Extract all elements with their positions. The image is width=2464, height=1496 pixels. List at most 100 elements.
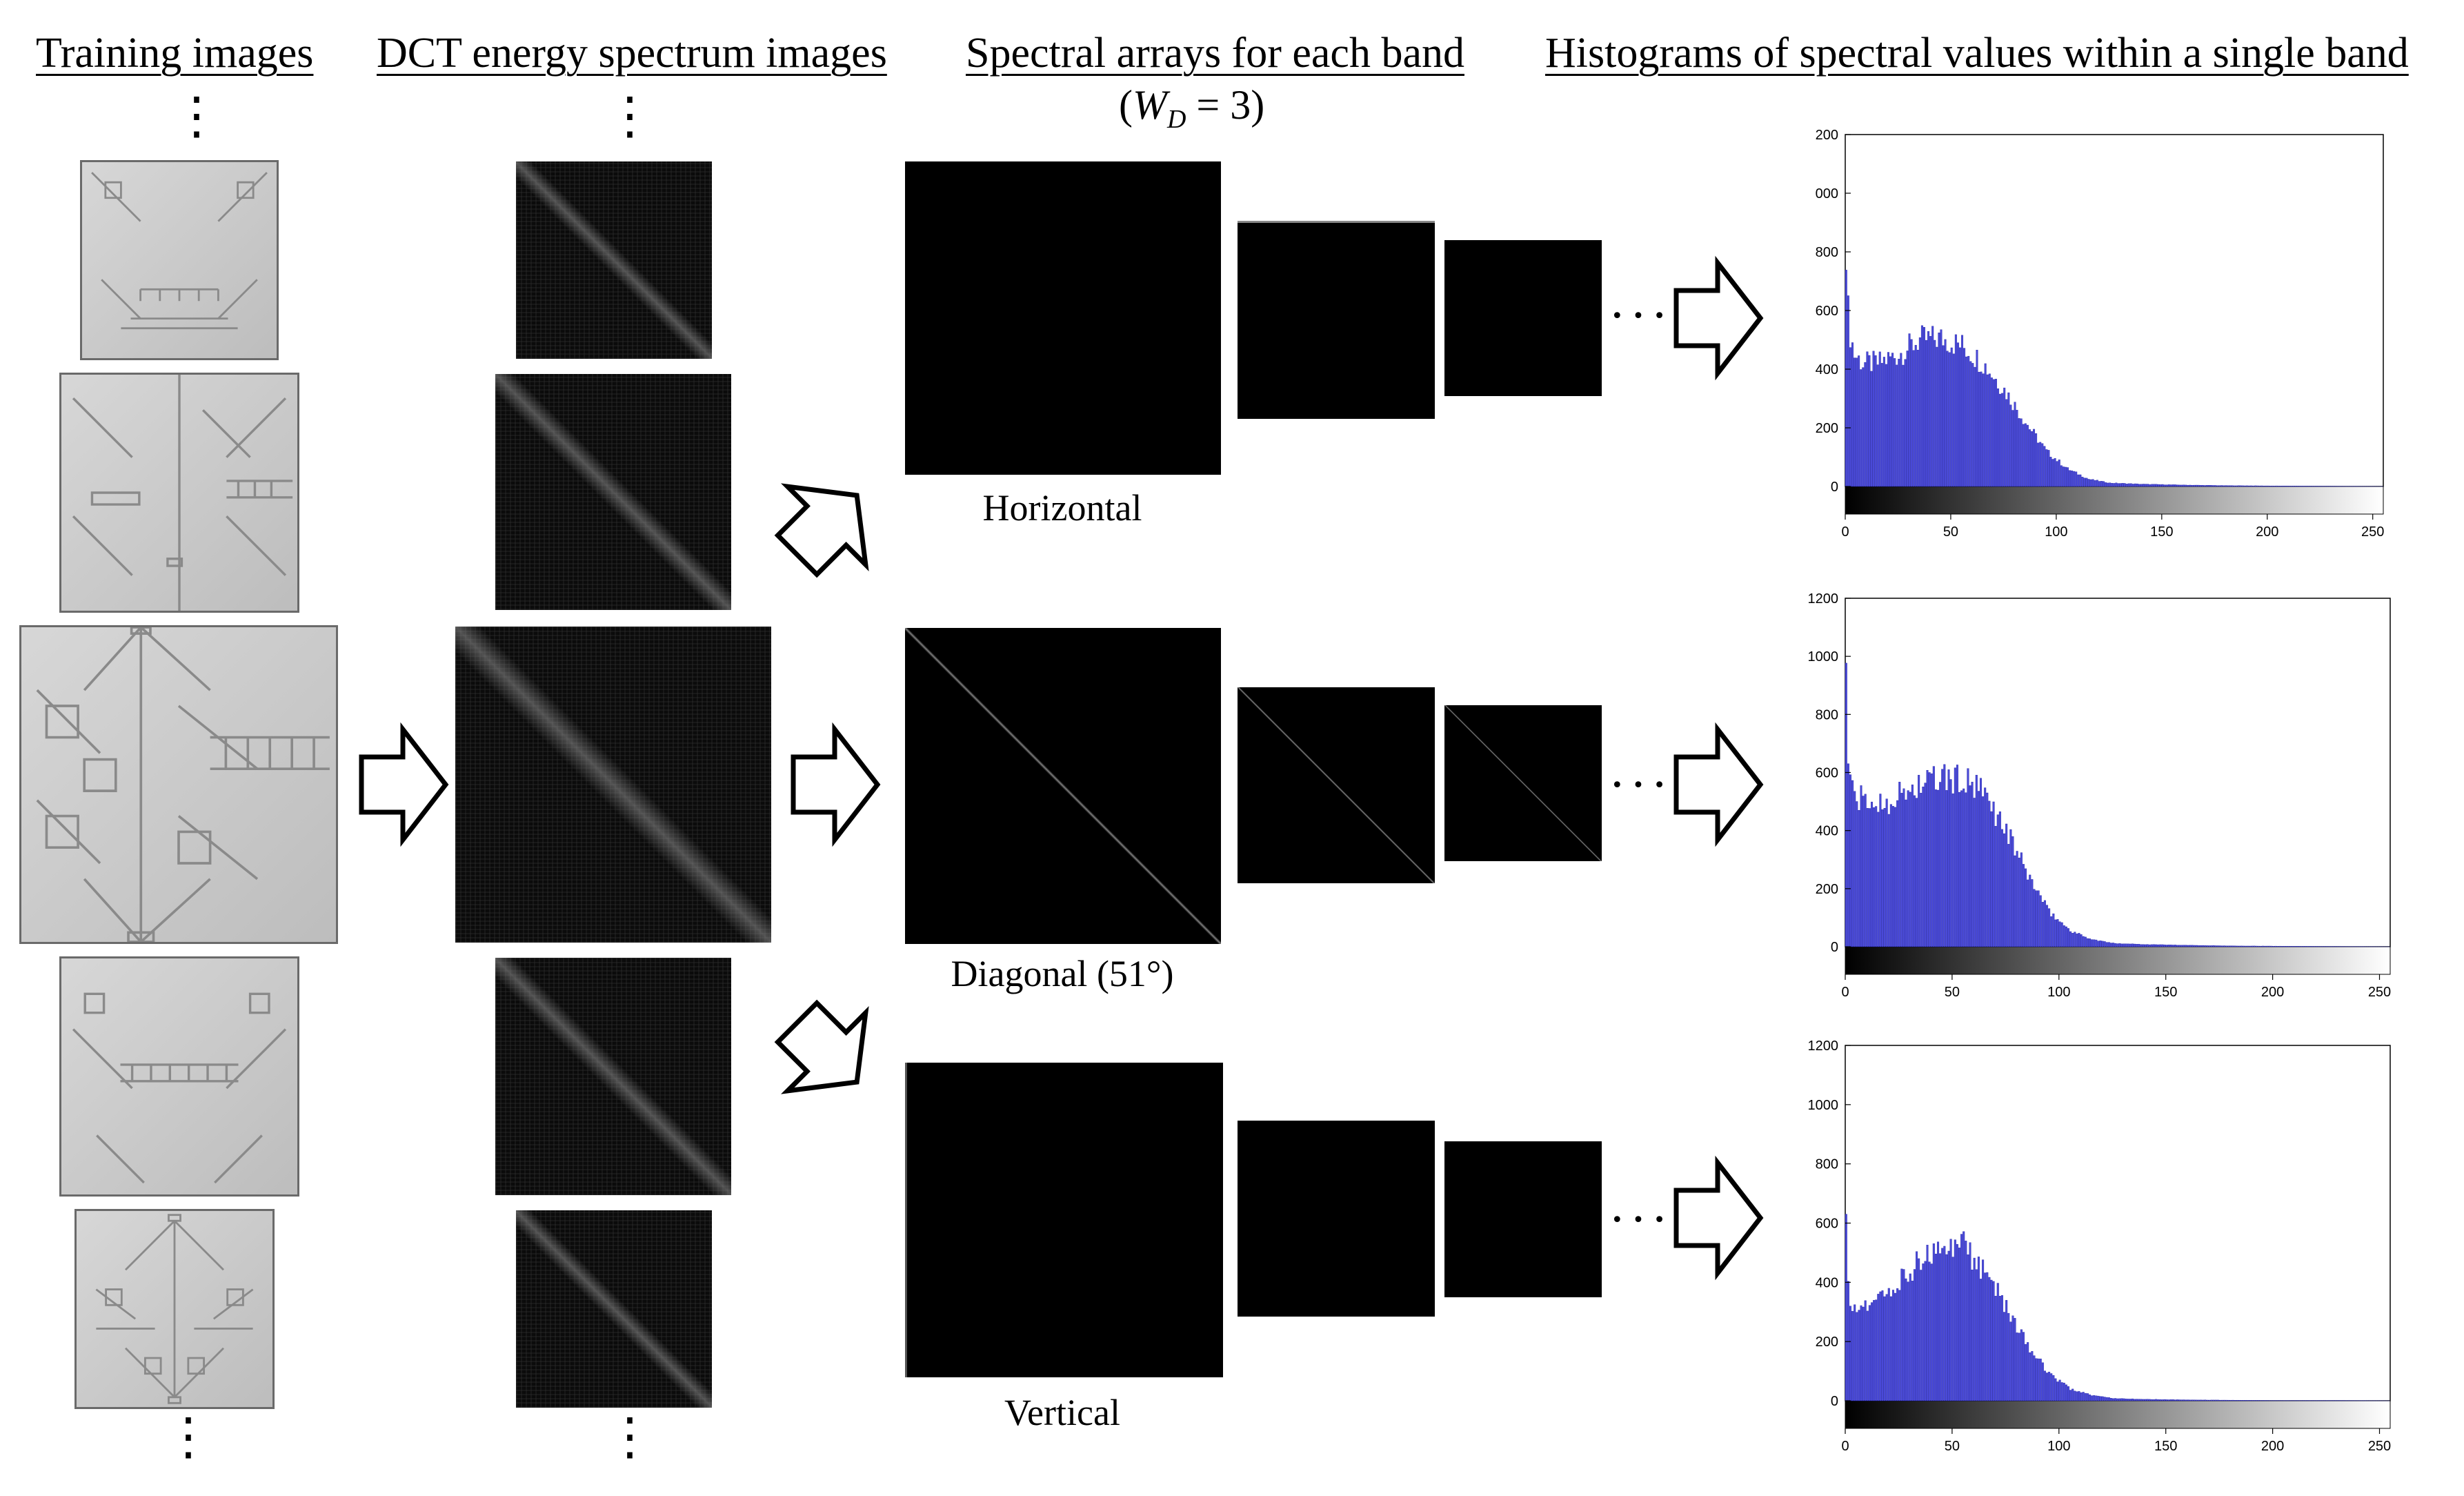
histogram-bar xyxy=(2009,404,2012,487)
histogram-bar xyxy=(2011,1315,2014,1401)
histogram-bar xyxy=(2056,919,2059,947)
header-spectral-subtitle: (WD = 3) xyxy=(1119,82,1265,134)
histogram-bar xyxy=(2323,946,2326,947)
histogram-bar xyxy=(1877,1294,1880,1401)
histogram-bar xyxy=(1872,351,1875,487)
histogram-bar xyxy=(1889,804,1892,947)
histogram-bar xyxy=(2292,946,2294,947)
histogram-bar xyxy=(2155,484,2158,487)
histogram-bar xyxy=(2134,943,2136,947)
y-tick-label: 200 xyxy=(1816,421,1838,436)
histogram-bar xyxy=(1958,791,1961,947)
x-tick-label: 250 xyxy=(2368,1439,2391,1454)
histogram-bar xyxy=(1858,1310,1860,1401)
histogram-bar xyxy=(2313,946,2316,947)
histogram-bar xyxy=(2136,483,2138,487)
histogram-bar xyxy=(2054,458,2056,487)
histogram-bar xyxy=(2167,484,2170,487)
y-tick-label: 0 xyxy=(1831,940,1838,955)
histogram-bar xyxy=(2058,921,2061,947)
histogram-bar xyxy=(2078,1391,2080,1401)
grayscale-colorbar xyxy=(1845,1400,2391,1429)
histogram-bar xyxy=(2180,945,2183,947)
y-tick-label: 400 xyxy=(1816,824,1838,839)
histogram-bar xyxy=(1946,351,1949,487)
histogram-bar xyxy=(2028,429,2031,487)
ellipsis-top-dct: ⋮ xyxy=(604,88,655,145)
histogram-bar xyxy=(2018,1332,2020,1401)
histogram-bar xyxy=(1881,1290,1884,1401)
histogram-bar xyxy=(2129,943,2132,947)
histogram-bar xyxy=(2125,1398,2127,1401)
histogram-bar xyxy=(2245,945,2247,947)
histogram-bar xyxy=(2003,1312,2006,1401)
histogram-bar xyxy=(1864,362,1867,487)
histogram-bar xyxy=(2136,1399,2138,1401)
histogram-bar xyxy=(2142,944,2145,947)
histogram-bar xyxy=(1911,785,1914,947)
histogram-bar xyxy=(1937,1241,1940,1401)
histogram-bar xyxy=(2161,1399,2164,1401)
band-label-horizontal: Horizontal xyxy=(982,487,1142,529)
histogram-bar xyxy=(2050,1373,2053,1401)
y-tick-label: 0 xyxy=(1831,480,1838,495)
y-tick-label: 800 xyxy=(1816,245,1838,260)
histogram-bar xyxy=(2120,1398,2123,1401)
histogram-bar xyxy=(1965,792,1967,947)
histogram-bar xyxy=(2066,467,2069,487)
histogram-bar xyxy=(2191,1399,2194,1401)
histogram-bar xyxy=(2165,1399,2168,1401)
histogram-bar xyxy=(2031,879,2034,947)
histogram-bar xyxy=(2045,449,2048,487)
histogram-bar xyxy=(1925,339,1928,487)
ellipsis-bottom-dct: ⋮ xyxy=(604,1409,655,1466)
histogram-bar xyxy=(2099,941,2102,947)
histogram-bar xyxy=(1976,350,1978,487)
histogram-bar xyxy=(2180,1399,2183,1401)
ellipsis-top-training: ⋮ xyxy=(171,88,222,145)
histogram-bar xyxy=(2223,945,2226,947)
histogram-bar xyxy=(2225,1399,2228,1401)
histogram-bar xyxy=(2109,943,2112,947)
x-tick-label: 150 xyxy=(2154,985,2177,1000)
histogram-bar xyxy=(1954,334,1957,487)
histogram-bar xyxy=(2150,944,2153,947)
histogram-bar xyxy=(2077,474,2080,487)
histogram-bar xyxy=(1960,790,1963,947)
histogram-bar xyxy=(1845,1214,1847,1401)
histogram-bar xyxy=(2067,928,2070,947)
circuit-pattern-icon xyxy=(95,1214,254,1404)
histogram-bar xyxy=(1994,1295,1997,1401)
histogram-bar xyxy=(2197,1399,2200,1401)
histogram-bar xyxy=(2031,1351,2034,1401)
histogram-bar xyxy=(1961,335,1964,487)
histogram-bar xyxy=(2159,484,2162,487)
histogram-bar xyxy=(2084,936,2087,947)
histogram-bar xyxy=(2071,470,2074,487)
histogram-bar xyxy=(2163,944,2166,947)
histogram-bar xyxy=(2076,933,2078,947)
histogram-bar xyxy=(2161,944,2164,947)
histogram-bar xyxy=(2245,1400,2247,1401)
histogram-bar xyxy=(2200,945,2203,947)
histogram-bar xyxy=(1943,764,1946,947)
histogram-bar xyxy=(1932,766,1935,947)
histogram-bar xyxy=(2176,1399,2179,1401)
circuit-pattern-icon xyxy=(91,172,268,330)
x-tick-label: 100 xyxy=(2047,1439,2070,1454)
histogram-bar xyxy=(2255,945,2258,947)
histogram-bar xyxy=(1902,788,1905,947)
histogram-bar xyxy=(2157,484,2160,487)
histogram-bar xyxy=(2039,442,2042,487)
histogram-bar xyxy=(2121,483,2124,487)
histogram-bar xyxy=(2200,1399,2203,1401)
histogram-bar xyxy=(1969,361,1972,487)
histogram-bar xyxy=(2094,480,2096,487)
histogram-bar xyxy=(2178,484,2181,487)
histogram-bar xyxy=(2007,844,2010,947)
histogram-bar xyxy=(1975,775,1978,947)
histogram-bar xyxy=(2069,931,2072,947)
histogram-bar xyxy=(2111,483,2114,487)
histogram-bar xyxy=(1998,811,2001,947)
